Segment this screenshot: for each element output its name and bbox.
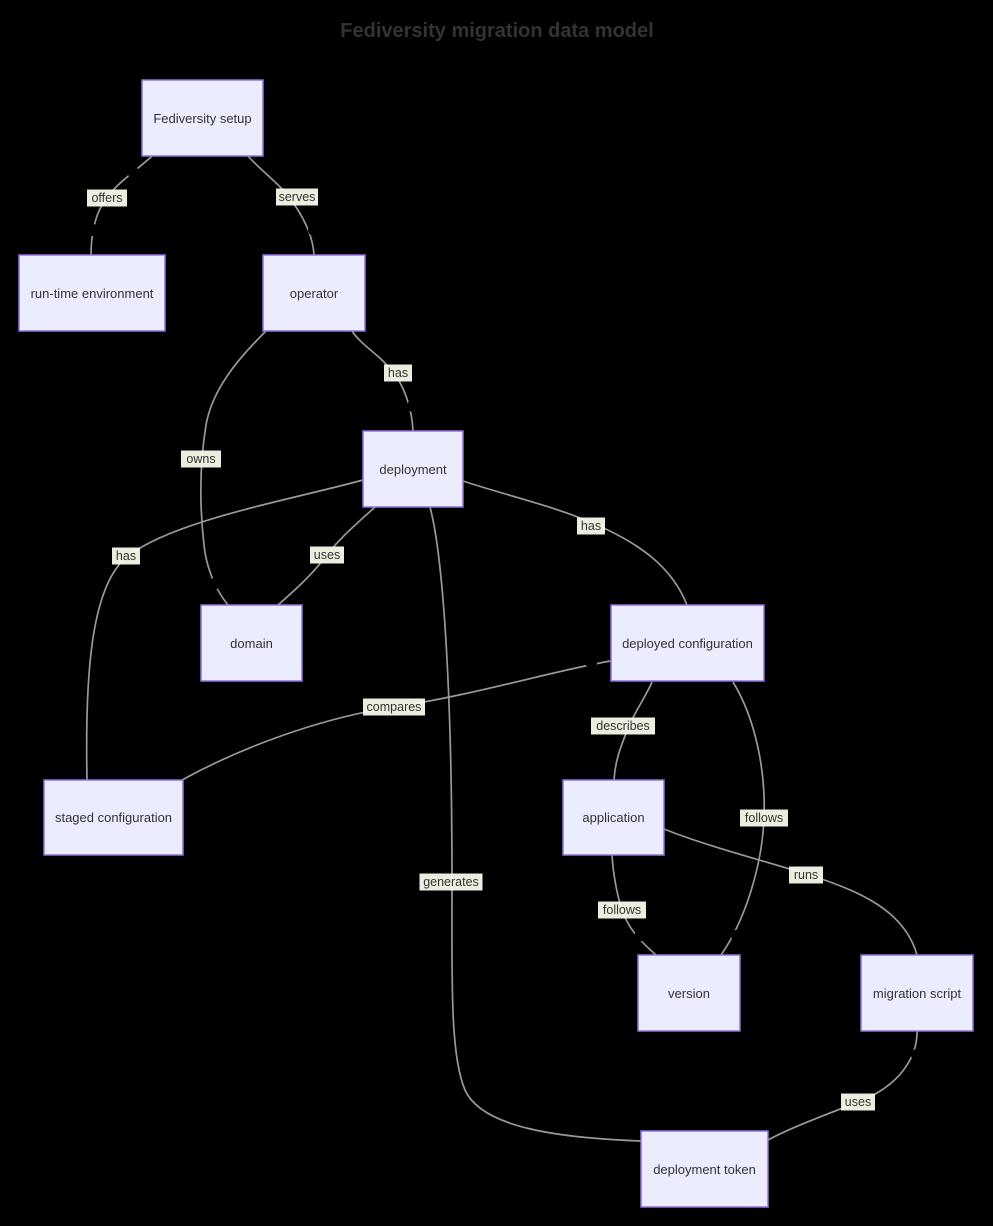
svg-text:generates: generates [423, 875, 479, 889]
svg-text:application: application [582, 810, 644, 825]
entity-deployment-token: deployment token [640, 1130, 769, 1208]
svg-text:has: has [116, 549, 136, 563]
relationship-label-uses-script-token: uses [841, 1093, 875, 1111]
marker-zero-or-one [584, 653, 604, 671]
entity-domain: domain [200, 604, 303, 682]
entity-application: application [562, 779, 665, 856]
relationship-label-has-deployment-deployed: has [577, 517, 605, 535]
marker-exactly-one [183, 764, 199, 782]
relationship-label-compares: compares [363, 698, 425, 716]
relationship-label-follows-deployed-version: follows [740, 809, 788, 827]
edge-labels: offers serves has owns uses has has comp… [87, 188, 875, 1111]
diagram-title: Fediversity migration data model [340, 20, 653, 42]
svg-text:version: version [668, 986, 710, 1001]
marker-exactly-one [82, 763, 101, 776]
edge-runs [663, 828, 918, 956]
relationship-label-runs: runs [789, 866, 823, 884]
entity-deployment: deployment [362, 430, 464, 508]
svg-text:has: has [581, 519, 601, 533]
svg-text:follows: follows [745, 811, 783, 825]
svg-text:describes: describes [596, 719, 650, 733]
marker-exactly-one [246, 157, 264, 173]
edge-uses-script-token [767, 1029, 918, 1141]
marker-exactly-one [353, 329, 369, 347]
svg-text:compares: compares [367, 700, 422, 714]
marker-zero-or-many [205, 572, 237, 610]
entity-operator: operator [262, 254, 366, 332]
svg-text:deployment: deployment [379, 462, 447, 477]
svg-text:domain: domain [230, 636, 273, 651]
edge-has-deployment-deployed [462, 480, 688, 606]
svg-text:uses: uses [314, 548, 340, 562]
relationship-label-has-operator-deployment: has [384, 364, 412, 382]
svg-text:owns: owns [186, 452, 215, 466]
entity-runtime-environment: run-time environment [18, 254, 166, 332]
svg-text:runs: runs [794, 868, 818, 882]
svg-text:follows: follows [603, 903, 641, 917]
entity-version: version [637, 954, 741, 1032]
svg-text:serves: serves [279, 190, 316, 204]
relationship-label-uses-deployment-domain: uses [310, 546, 344, 564]
edge-generates [429, 506, 642, 1142]
entity-migration-script: migration script [860, 954, 974, 1032]
svg-text:run-time environment: run-time environment [31, 286, 154, 301]
relationship-label-has-deployment-staged: has [112, 547, 140, 565]
marker-exactly-one [346, 476, 360, 494]
relationship-label-describes: describes [591, 717, 655, 735]
entities: Fediversity setup run-time environment o… [18, 79, 974, 1208]
relationship-label-owns: owns [181, 450, 221, 468]
relationship-label-offers: offers [87, 189, 127, 207]
edge-owns [200, 330, 267, 606]
svg-text:deployed configuration: deployed configuration [622, 636, 753, 651]
svg-text:Fediversity setup: Fediversity setup [153, 111, 251, 126]
svg-text:offers: offers [91, 191, 122, 205]
relationship-label-serves: serves [276, 188, 318, 206]
entity-deployed-configuration: deployed configuration [610, 604, 765, 682]
svg-text:has: has [388, 366, 408, 380]
svg-text:migration script: migration script [873, 986, 962, 1001]
relationship-label-generates: generates [419, 873, 483, 891]
entity-fediversity-setup: Fediversity setup [141, 79, 264, 157]
svg-text:staged configuration: staged configuration [55, 810, 172, 825]
svg-text:uses: uses [845, 1095, 871, 1109]
svg-text:deployment token: deployment token [653, 1162, 756, 1177]
relationship-label-follows-application-version: follows [598, 901, 646, 919]
svg-text:operator: operator [290, 286, 339, 301]
marker-exactly-one [772, 1126, 785, 1145]
entity-staged-configuration: staged configuration [43, 779, 184, 856]
